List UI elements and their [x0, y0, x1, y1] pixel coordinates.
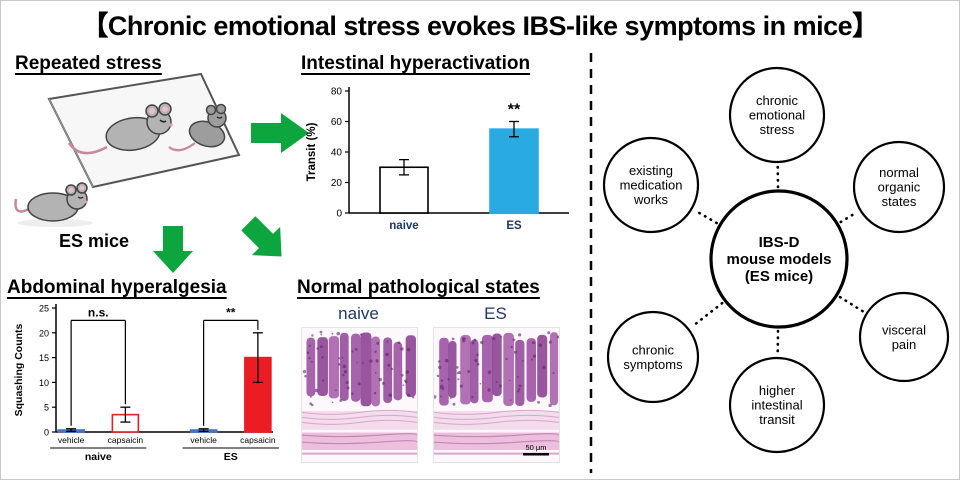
node-circle	[602, 136, 700, 234]
svg-text:**: **	[508, 102, 521, 119]
mouse-on-ground	[14, 182, 88, 222]
svg-text:symptoms: symptoms	[623, 357, 683, 372]
svg-text:IBS-D: IBS-D	[759, 234, 800, 251]
svg-text:vehicle: vehicle	[58, 435, 85, 445]
svg-text:0: 0	[336, 209, 342, 220]
svg-text:chronic: chronic	[756, 93, 798, 108]
arrow-right-icon	[251, 113, 309, 153]
node-circle	[852, 140, 946, 234]
svg-text:0: 0	[44, 428, 49, 438]
section-divider	[589, 53, 593, 473]
intestinal-heading: Intestinal hyperactivation	[301, 53, 531, 74]
svg-text:20: 20	[331, 178, 343, 189]
histology-label-es: ES	[484, 304, 507, 323]
svg-text:emotional: emotional	[749, 108, 805, 123]
svg-text:(ES mice): (ES mice)	[745, 268, 813, 285]
es-mice-illustration	[14, 72, 241, 227]
svg-text:medication: medication	[620, 178, 683, 193]
svg-text:80: 80	[331, 87, 343, 98]
ibs-model-diagram: chronicemotionalstressnormalorganicstate…	[602, 66, 950, 454]
svg-text:stress: stress	[760, 122, 795, 137]
svg-text:organic: organic	[878, 180, 921, 195]
flow-arrows	[153, 113, 309, 273]
arrow-down-icon	[153, 226, 193, 273]
es-mice-caption: ES mice	[59, 231, 130, 251]
repeated-stress-heading: Repeated stress	[15, 53, 162, 74]
svg-text:Transit (%): Transit (%)	[306, 122, 318, 181]
hyperalgesia-heading: Abdominal hyperalgesia	[7, 277, 227, 298]
node-circle	[728, 356, 826, 454]
svg-text:10: 10	[39, 378, 49, 388]
svg-text:mouse models: mouse models	[726, 251, 831, 268]
pathology-heading: Normal pathological states	[297, 277, 540, 298]
svg-text:15: 15	[39, 353, 49, 363]
mouse-on-edge	[168, 103, 227, 152]
svg-text:chronic: chronic	[632, 342, 674, 357]
histology-image-es: 50 μm	[433, 327, 560, 463]
svg-text:ES: ES	[506, 220, 522, 232]
svg-text:vehicle: vehicle	[190, 435, 217, 445]
arrow-down-right-icon	[241, 216, 282, 257]
scale-bar	[523, 453, 549, 456]
svg-text:ES: ES	[224, 451, 238, 463]
svg-text:naive: naive	[85, 451, 112, 463]
svg-text:20: 20	[39, 328, 49, 338]
svg-text:intestinal: intestinal	[751, 398, 802, 413]
svg-text:pain: pain	[892, 337, 917, 352]
svg-text:60: 60	[331, 117, 343, 128]
svg-text:works: works	[633, 192, 668, 207]
svg-text:50 μm: 50 μm	[526, 443, 547, 452]
svg-text:Squashing Counts: Squashing Counts	[13, 323, 25, 416]
svg-text:5: 5	[44, 403, 49, 413]
svg-text:existing: existing	[629, 163, 673, 178]
svg-text:n.s.: n.s.	[88, 305, 109, 319]
node-circle	[606, 310, 700, 404]
svg-text:25: 25	[39, 304, 49, 314]
svg-text:40: 40	[331, 148, 343, 159]
histology-label-naive: naive	[338, 304, 379, 323]
svg-text:naive: naive	[389, 220, 418, 232]
node-circle	[728, 66, 826, 164]
page-title: 【Chronic emotional stress evokes IBS-lik…	[81, 11, 879, 41]
mouse-on-platform	[67, 102, 173, 155]
svg-text:normal: normal	[879, 165, 919, 180]
svg-text:capsaicin: capsaicin	[240, 435, 276, 445]
svg-text:transit: transit	[759, 412, 795, 427]
node-circle	[858, 291, 950, 383]
histology-image-naive	[301, 327, 418, 463]
svg-text:visceral: visceral	[882, 322, 926, 337]
svg-text:higher: higher	[759, 383, 796, 398]
center-circle	[709, 189, 849, 329]
svg-text:capsaicin: capsaicin	[108, 435, 144, 445]
svg-text:**: **	[226, 305, 236, 319]
ground-shadow	[17, 219, 93, 227]
svg-text:states: states	[882, 194, 917, 209]
